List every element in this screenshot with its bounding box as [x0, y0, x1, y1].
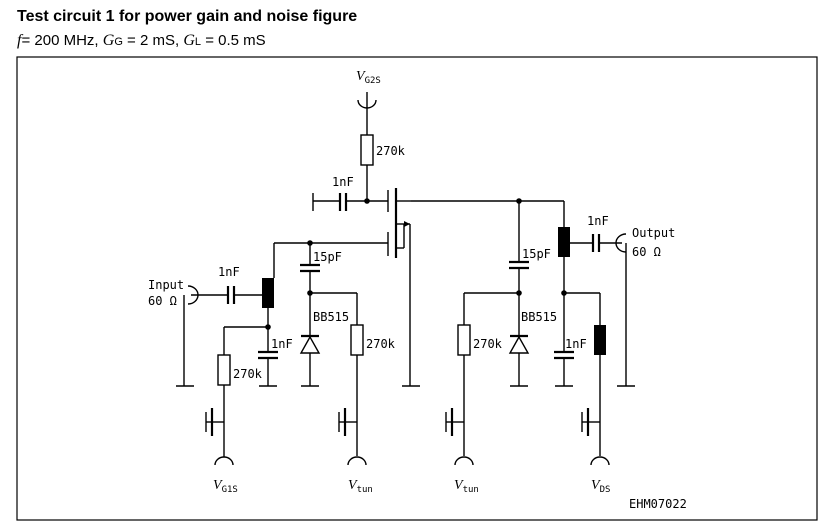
- varactor-bb515-left: [299, 293, 321, 387]
- feedthrough-capacitor-vds: [581, 408, 600, 436]
- resistor-270k-vg1s: [217, 354, 231, 386]
- label-vg2s: VG2S: [356, 69, 381, 86]
- capacitor-15pf-left: [300, 243, 320, 293]
- label-vds: VDS: [591, 478, 610, 495]
- label-bb515-right: BB515: [521, 310, 557, 324]
- inductor-vds: [594, 325, 606, 355]
- capacitor-output-1nf: [591, 234, 622, 252]
- label-r-tune-left: 270k: [366, 337, 396, 351]
- label-c-input: 1nF: [218, 265, 240, 279]
- junction-gate2: [364, 198, 370, 204]
- output-connector: [615, 233, 635, 387]
- input-connector: [176, 285, 228, 387]
- capacitor-bypass-left-1nf: [258, 350, 278, 387]
- gl-value: = 0.5 mS: [205, 32, 266, 49]
- capacitor-gate2-1nf: [312, 193, 388, 211]
- vds-terminal: [590, 456, 610, 466]
- capacitor-15pf-right: [509, 201, 529, 293]
- label-c-bypass-right: 1nF: [565, 337, 587, 351]
- gl-subscript: L: [194, 36, 202, 48]
- vg1s-terminal: [214, 456, 234, 466]
- label-vtun-left: Vtun: [348, 478, 373, 495]
- feedthrough-capacitor-vtun-left: [338, 408, 357, 436]
- frequency-value: = 200 MHz,: [21, 32, 99, 49]
- label-output: Output: [632, 226, 675, 240]
- label-r-vg1s: 270k: [233, 367, 263, 381]
- feedthrough-capacitor-vg1s: [205, 408, 224, 436]
- feedthrough-capacitor-vtun-right: [445, 408, 464, 436]
- figure-id: EHM07022: [629, 497, 687, 511]
- capacitor-bypass-right-1nf: [554, 293, 574, 387]
- page-title: Test circuit 1 for power gain and noise …: [17, 8, 358, 25]
- vtun-left-terminal: [347, 456, 367, 466]
- label-vtun-right: Vtun: [454, 478, 479, 495]
- label-bb515-left: BB515: [313, 310, 349, 324]
- dual-gate-mosfet: [387, 188, 519, 386]
- label-c-15pf-left: 15pF: [313, 250, 342, 264]
- label-input-impedance: 60 Ω: [148, 294, 177, 308]
- resistor-270k-top: [360, 134, 374, 166]
- vtun-right-terminal: [454, 456, 474, 466]
- label-input: Input: [148, 278, 184, 292]
- label-vg1s: VG1S: [213, 478, 238, 495]
- label-c-output: 1nF: [587, 214, 609, 228]
- diagram-frame: [16, 56, 818, 521]
- gg-subscript: G: [114, 36, 123, 48]
- gg-symbol: G: [102, 32, 115, 49]
- gl-symbol: G: [183, 32, 195, 49]
- gg-value: = 2 mS,: [127, 32, 180, 49]
- frequency-symbol: f: [17, 32, 22, 49]
- label-r-tune-right: 270k: [473, 337, 503, 351]
- label-c-gate2: 1nF: [332, 175, 354, 189]
- label-c-15pf-right: 15pF: [522, 247, 551, 261]
- capacitor-input-1nf: [226, 286, 268, 304]
- label-r-top: 270k: [376, 144, 406, 158]
- label-output-impedance: 60 Ω: [632, 245, 661, 259]
- test-conditions: f= 200 MHz, GG = 2 mS, GL = 0.5 mS: [17, 32, 266, 50]
- resistor-270k-tune-left: [350, 324, 364, 356]
- label-c-bypass-left: 1nF: [271, 337, 293, 351]
- vg2s-terminal: [357, 92, 377, 135]
- inductor-output: [558, 227, 570, 257]
- varactor-bb515-right: [508, 293, 530, 387]
- inductor-input: [262, 278, 274, 308]
- resistor-270k-tune-right: [457, 324, 471, 356]
